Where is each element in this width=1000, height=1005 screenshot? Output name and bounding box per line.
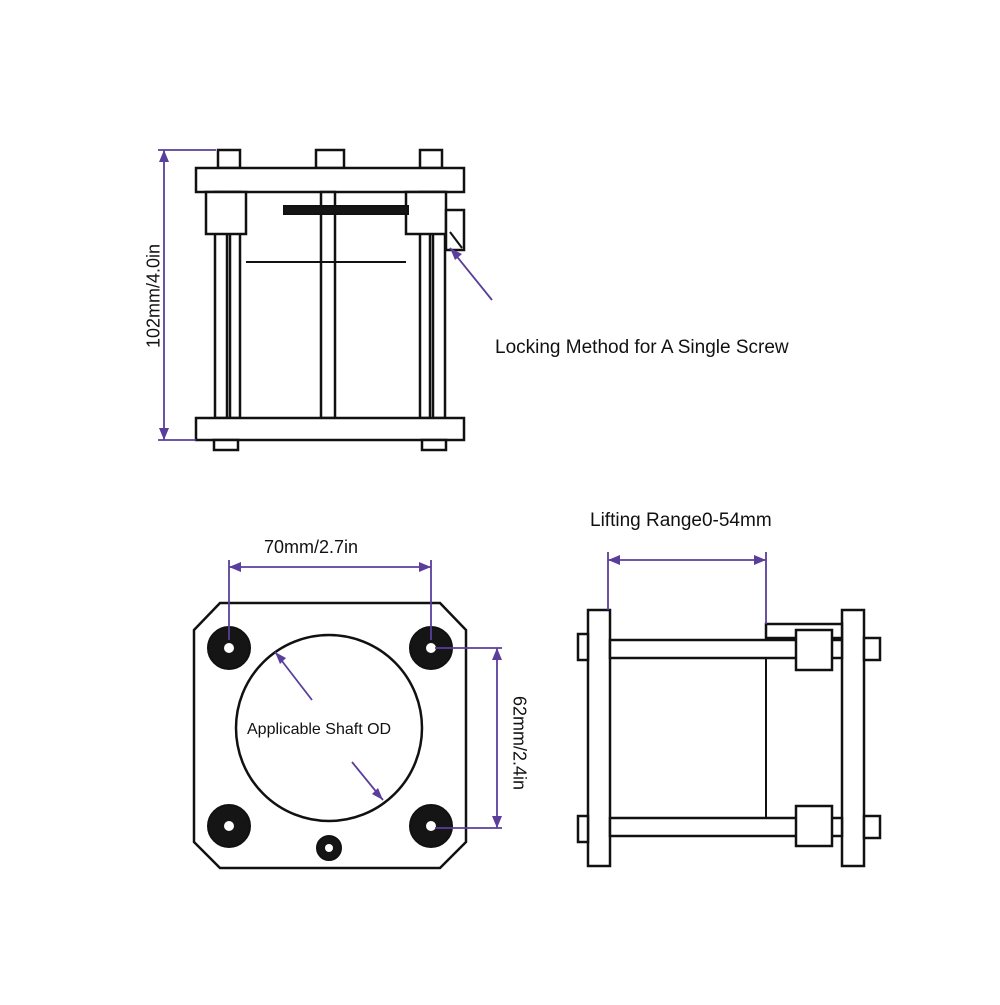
locking-method-label: Locking Method for A Single Screw [495, 337, 789, 358]
collar-bottom [794, 804, 834, 848]
bottom-nut-right [420, 438, 448, 452]
top-nut-right [418, 148, 444, 170]
width-dimension-label: 70mm/2.7in [264, 537, 359, 557]
right-nut-top [862, 636, 882, 662]
shaft-bore [234, 633, 424, 823]
top-view [192, 560, 502, 870]
bottom-nut-left [212, 438, 240, 452]
rod-top [608, 638, 844, 660]
left-nut-bottom [576, 814, 590, 844]
top-plate [194, 166, 466, 194]
locking-screw [444, 208, 466, 252]
screw-bar [283, 205, 409, 215]
left-nut-top [576, 632, 590, 662]
rod-center [319, 190, 337, 420]
collar-right [404, 190, 448, 236]
rod-bottom [608, 816, 844, 838]
lifting-range-label: Lifting Range0-54mm [590, 510, 772, 531]
collar-left [204, 190, 248, 236]
depth-dimension-label: 62mm/2.4in [509, 695, 530, 791]
right-plate [840, 608, 866, 868]
side-view [576, 552, 882, 868]
bottom-plate [194, 416, 466, 442]
shaft-od-label: Applicable Shaft OD [247, 721, 392, 738]
left-plate [586, 608, 612, 868]
front-view [158, 148, 493, 452]
top-nut-left [216, 148, 242, 170]
height-dimension-label: 102mm/4.0in [143, 243, 164, 349]
right-nut-bottom [862, 814, 882, 840]
top-nut-center [314, 148, 346, 170]
collar-top [794, 628, 834, 672]
